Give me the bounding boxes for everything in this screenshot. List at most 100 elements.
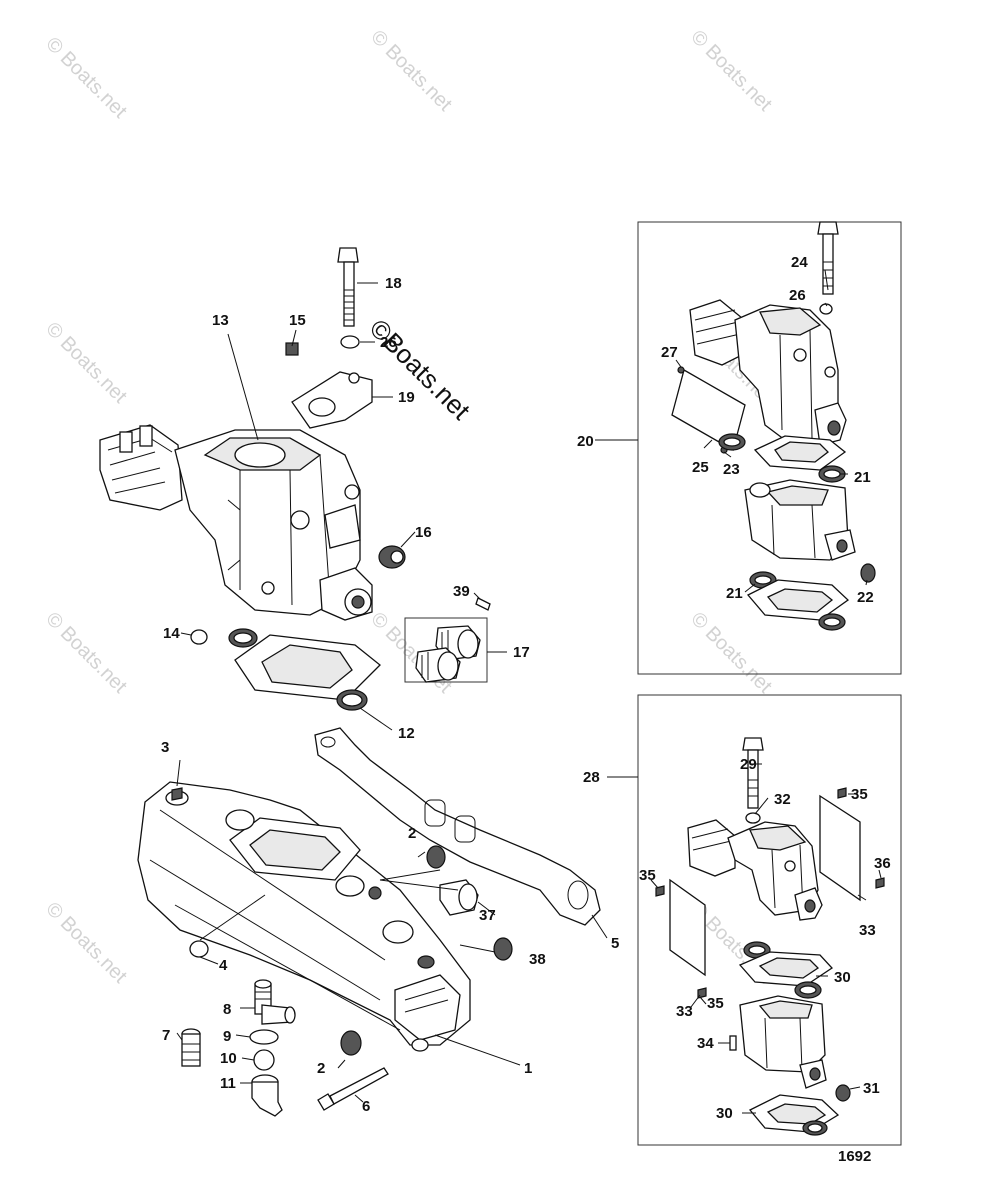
washer-icon <box>819 303 833 315</box>
callout-35: 35 <box>851 786 868 803</box>
callout-32: 32 <box>774 791 791 808</box>
callout-7: 7 <box>162 1027 170 1044</box>
callout-33: 33 <box>859 922 876 939</box>
callout-33: 33 <box>676 1003 693 1020</box>
callout-1: 1 <box>524 1060 532 1077</box>
callout-22: 22 <box>857 589 874 606</box>
callout-38: 38 <box>529 951 546 968</box>
callout-29: 29 <box>740 756 757 773</box>
gasket-icon <box>738 941 833 999</box>
screw-icon <box>729 1035 737 1051</box>
ball-icon <box>253 1049 275 1071</box>
callout-27: 27 <box>661 344 678 361</box>
callout-2: 2 <box>408 825 416 842</box>
screw-icon <box>875 877 885 889</box>
plug-icon <box>426 845 446 869</box>
callout-30: 30 <box>834 969 851 986</box>
watermark: © Boats.net <box>41 608 131 698</box>
plug-icon <box>860 563 876 583</box>
callout-12: 12 <box>398 725 415 742</box>
plug-icon <box>285 342 299 356</box>
riser-icon <box>744 479 856 561</box>
bolt-icon <box>317 1067 389 1111</box>
plug-icon <box>340 1030 362 1056</box>
gasket-icon <box>291 371 373 429</box>
bolt-icon <box>337 247 359 327</box>
gasket-icon <box>228 628 381 711</box>
callout-5: 5 <box>611 935 619 952</box>
gasket-icon <box>748 1094 840 1136</box>
kit-box-28 <box>637 694 902 1146</box>
callout-34: 34 <box>697 1035 714 1052</box>
pin-icon <box>475 597 491 611</box>
callout-10: 10 <box>220 1050 237 1067</box>
callout-25: 25 <box>692 459 709 476</box>
callout-26: 26 <box>380 334 397 351</box>
plug-icon <box>493 937 513 961</box>
callout-35: 35 <box>639 867 656 884</box>
callout-21: 21 <box>726 585 743 602</box>
gasket-icon <box>746 571 850 631</box>
callout-14: 14 <box>163 625 180 642</box>
hose-fitting-icon <box>415 625 481 683</box>
exhaust-manifold-icon <box>137 781 471 1052</box>
callout-39: 39 <box>453 583 470 600</box>
callout-31: 31 <box>863 1080 880 1097</box>
exhaust-elbow-icon <box>687 819 823 921</box>
callout-35: 35 <box>707 995 724 1012</box>
callout-4: 4 <box>219 957 228 974</box>
gasket-icon <box>314 727 601 926</box>
leader-lines <box>176 269 882 1114</box>
watermark-stamp: ©Boats.net <box>364 313 477 426</box>
washer-icon <box>340 335 360 349</box>
callout-37: 37 <box>479 907 496 924</box>
riser-icon <box>739 995 827 1089</box>
washer-icon <box>745 812 761 824</box>
watermark: © Boats.net <box>41 318 131 408</box>
gasket-icon <box>819 794 861 902</box>
hose-fitting-icon <box>439 879 479 916</box>
callout-labels: 18 26 19 13 15 16 14 17 39 12 20 24 26 2… <box>161 254 891 1165</box>
callout-17: 17 <box>513 644 530 661</box>
callout-11: 11 <box>220 1075 236 1092</box>
watermark: © Boats.net <box>41 33 131 123</box>
callout-36: 36 <box>874 855 891 872</box>
callout-3: 3 <box>161 739 169 756</box>
plug-icon <box>835 1084 851 1102</box>
kit-box-20 <box>637 221 902 675</box>
callout-15: 15 <box>289 312 306 329</box>
cap-icon <box>190 629 208 645</box>
watermark: © Boats.net <box>686 608 776 698</box>
callout-26: 26 <box>789 287 806 304</box>
callout-19: 19 <box>398 389 415 406</box>
callout-6: 6 <box>362 1098 370 1115</box>
fitting-icon <box>254 979 296 1025</box>
callout-13: 13 <box>212 312 229 329</box>
callout-8: 8 <box>223 1001 231 1018</box>
callout-21: 21 <box>854 469 871 486</box>
gasket-icon <box>718 433 847 483</box>
screw-icon <box>837 787 847 799</box>
callout-16: 16 <box>415 524 432 541</box>
fitting-icon <box>181 1028 201 1067</box>
callout-30: 30 <box>716 1105 733 1122</box>
screw-icon <box>655 885 665 897</box>
exhaust-elbow-icon <box>99 424 373 621</box>
o-ring-icon <box>189 940 209 958</box>
o-ring-icon <box>249 1029 279 1045</box>
callout-18: 18 <box>385 275 402 292</box>
callout-23: 23 <box>723 461 740 478</box>
exhaust-elbow-icon <box>689 299 847 446</box>
callout-9: 9 <box>223 1028 231 1045</box>
watermark: © Boats.net <box>41 898 131 988</box>
bolt-icon <box>742 737 764 809</box>
figure-number: 1692 <box>838 1148 871 1165</box>
callout-24: 24 <box>791 254 808 271</box>
callout-20: 20 <box>577 433 594 450</box>
bolt-icon <box>817 221 839 295</box>
watermark: © Boats.net <box>686 26 776 116</box>
plug-icon <box>171 787 183 801</box>
callout-2: 2 <box>317 1060 325 1077</box>
plug-icon <box>378 545 406 569</box>
